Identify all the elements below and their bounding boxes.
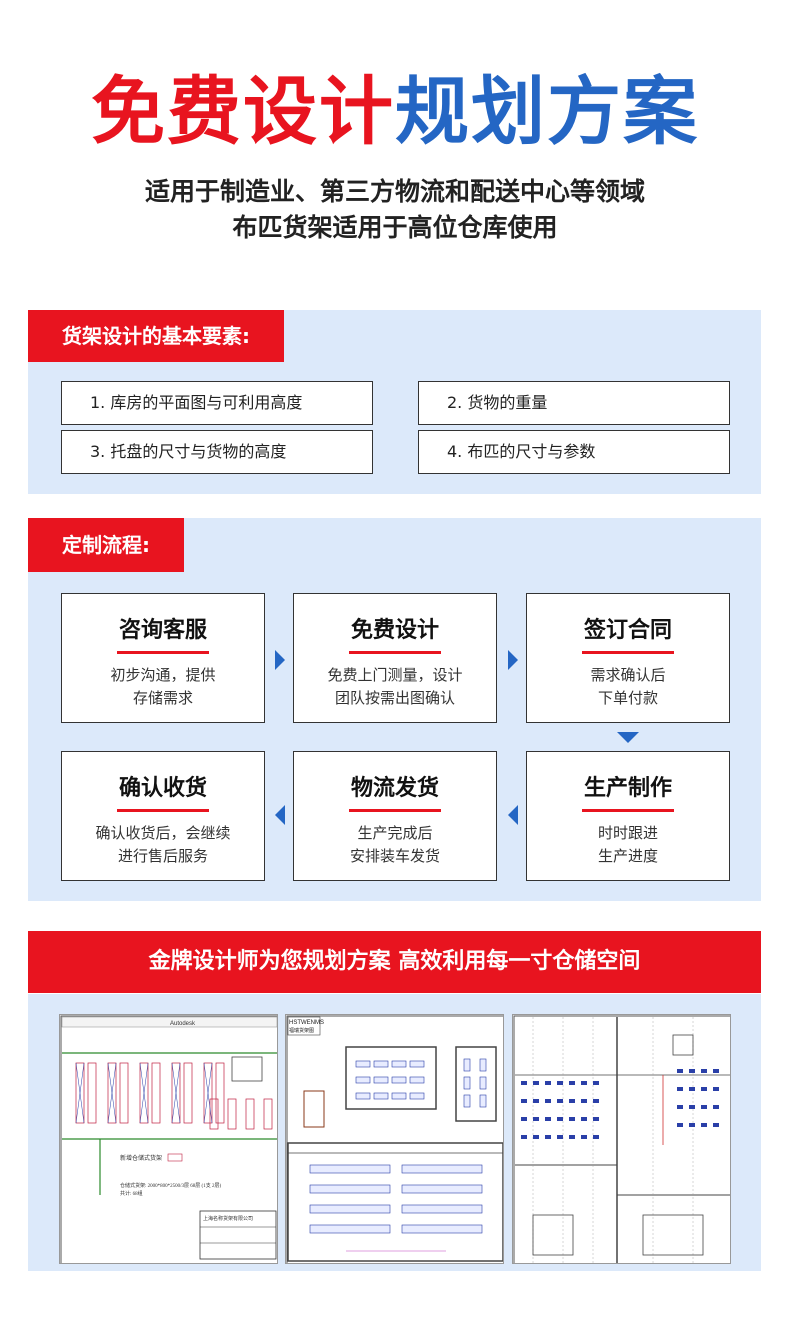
drawing-note: 共计: 68组	[120, 1190, 143, 1197]
step-card-receive: 确认收货 确认收货后，会继续 进行售后服务	[61, 751, 265, 881]
rack-marks-left	[521, 1081, 599, 1139]
step-underline	[582, 651, 674, 654]
hero-subtitle-2: 布匹货架适用于高位仓库使用	[232, 213, 558, 242]
layout-drawing-3-svg	[513, 1015, 730, 1263]
step-title: 生产制作	[583, 776, 672, 801]
step-title: 签订合同	[583, 618, 672, 643]
arrow-down-icon	[617, 732, 639, 743]
step-underline	[349, 809, 441, 812]
step-card-design: 免费设计 免费上门测量，设计 团队按需出图确认	[293, 593, 497, 723]
drawings-panel: Autodesk 新增仓储式货架	[28, 994, 761, 1271]
drawing-header-text: HSTWENMS	[289, 1020, 324, 1026]
layout-drawing-2: HSTWENMS 福瑞货架图	[285, 1014, 504, 1264]
layout-drawing-1-svg: Autodesk 新增仓储式货架	[60, 1015, 277, 1263]
arrow-right-icon	[275, 650, 285, 670]
rack-blocks-bottom	[309, 1164, 483, 1234]
step-card-consult: 咨询客服 初步沟通，提供 存储需求	[61, 593, 265, 723]
element-item: 1. 库房的平面图与可利用高度	[61, 381, 373, 425]
elements-tag: 货架设计的基本要素:	[28, 310, 284, 362]
step-underline	[349, 651, 441, 654]
designer-banner: 金牌设计师为您规划方案 高效利用每一寸仓储空间	[28, 931, 761, 993]
step-desc: 确认收货后，会继续 进行售后服务	[95, 824, 231, 865]
element-item: 2. 货物的重量	[418, 381, 730, 425]
rack-blocks-top	[355, 1058, 487, 1108]
arrow-left-icon	[508, 805, 518, 825]
drawing-note: 新增仓储式货架	[120, 1154, 162, 1162]
drawing-header-text: Autodesk	[170, 1021, 196, 1027]
hero-title-blue: 规划方案	[395, 69, 699, 155]
step-underline	[117, 809, 209, 812]
rack-rows	[75, 1062, 273, 1130]
step-card-shipping: 物流发货 生产完成后 安排装车发货	[293, 751, 497, 881]
step-desc: 需求确认后 下单付款	[590, 666, 666, 707]
hero-subtitle-1: 适用于制造业、第三方物流和配送中心等领域	[144, 177, 645, 206]
drawing-company: 上海名称货架有限公司	[203, 1215, 253, 1222]
rack-marks-right	[677, 1069, 719, 1127]
arrow-right-icon	[508, 650, 518, 670]
hero-title: 免费设计规划方案	[0, 62, 790, 162]
drawing-header-sub: 福瑞货架图	[289, 1027, 314, 1034]
hero-title-red: 免费设计	[91, 69, 395, 155]
step-desc: 生产完成后 安排装车发货	[349, 824, 440, 865]
step-desc: 初步沟通，提供 存储需求	[110, 666, 216, 707]
element-item: 4. 布匹的尺寸与参数	[418, 430, 730, 474]
step-desc: 时时跟进 生产进度	[597, 824, 658, 865]
rack-crosses	[75, 1062, 213, 1124]
step-desc: 免费上门测量，设计 团队按需出图确认	[327, 666, 463, 707]
drawing-note: 仓储式货架: 2000*800*2500/3层 68层 (1支 2层)	[120, 1182, 221, 1189]
layout-drawing-2-svg: HSTWENMS 福瑞货架图	[286, 1015, 503, 1263]
step-underline	[582, 809, 674, 812]
step-title: 免费设计	[350, 618, 439, 643]
process-tag: 定制流程:	[28, 518, 184, 572]
arrow-left-icon	[275, 805, 285, 825]
step-title: 确认收货	[118, 776, 207, 801]
elements-panel: 货架设计的基本要素: 1. 库房的平面图与可利用高度 2. 货物的重量 3. 托…	[28, 310, 761, 494]
layout-drawing-1: Autodesk 新增仓储式货架	[59, 1014, 278, 1264]
step-card-contract: 签订合同 需求确认后 下单付款	[526, 593, 730, 723]
step-title: 咨询客服	[118, 618, 207, 643]
layout-drawing-3	[512, 1014, 731, 1264]
step-title: 物流发货	[350, 776, 439, 801]
step-card-production: 生产制作 时时跟进 生产进度	[526, 751, 730, 881]
step-underline	[117, 651, 209, 654]
process-panel: 定制流程: 咨询客服 初步沟通，提供 存储需求 免费设计 免费上门测量，设计 团…	[28, 518, 761, 901]
element-item: 3. 托盘的尺寸与货物的高度	[61, 430, 373, 474]
